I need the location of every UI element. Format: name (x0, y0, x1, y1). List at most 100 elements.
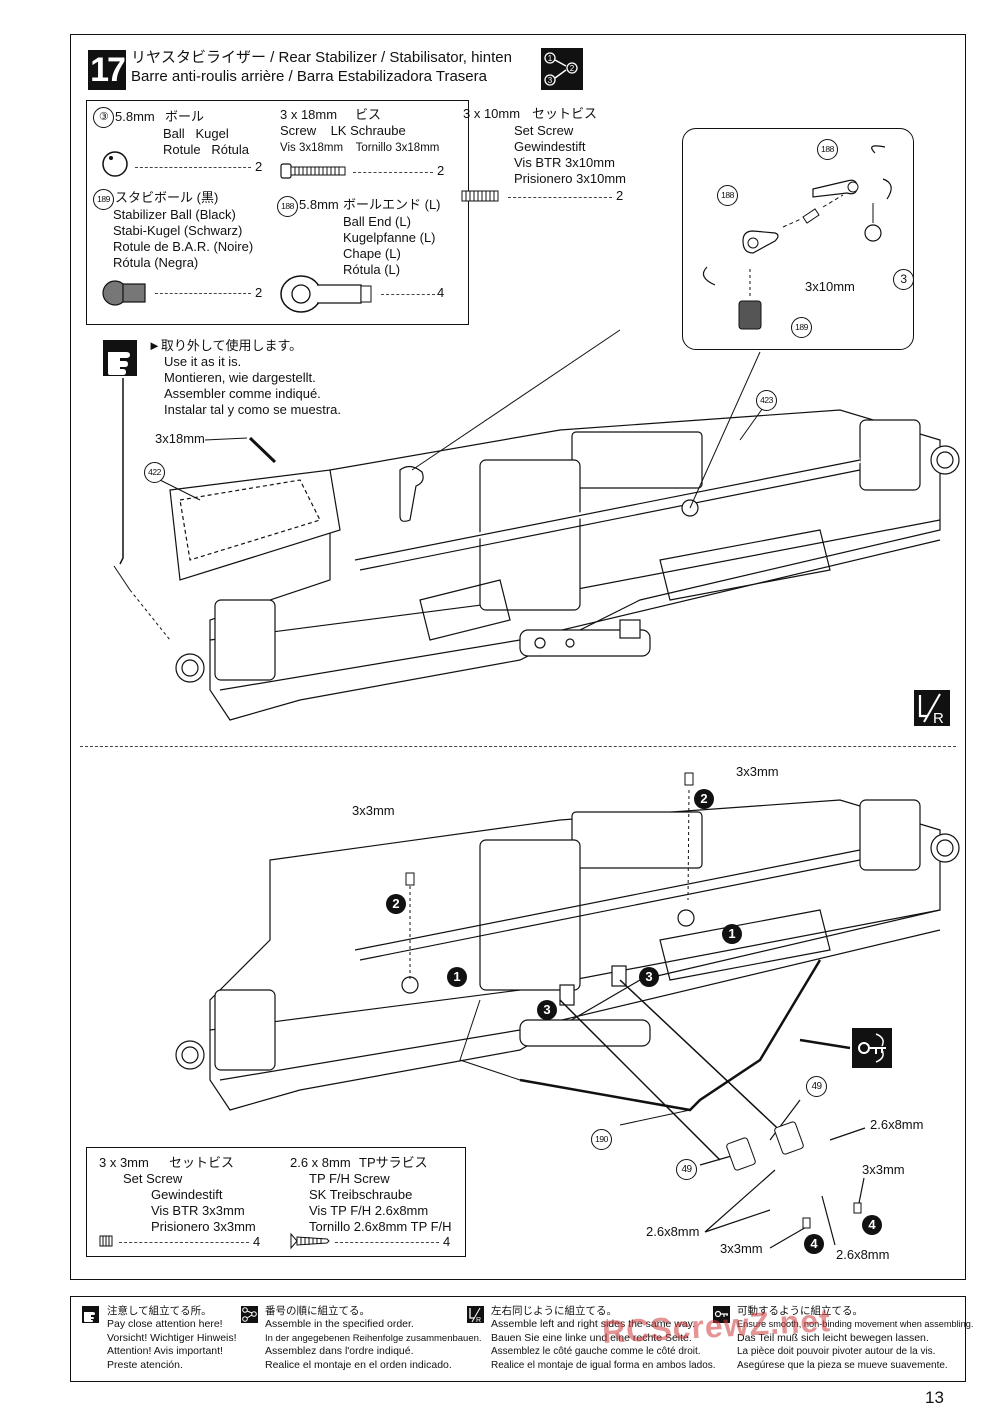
step-title-line2: Barre anti-roulis arrière / Barra Estabi… (131, 68, 487, 85)
legend-attention-line: Vorsicht! Wichtiger Hinweis! (107, 1331, 237, 1344)
part-id-stab-ball: 189 (93, 189, 114, 210)
legend-leftright-line: Bauen Sie eine linke und eine rechte Sei… (491, 1331, 692, 1344)
legend-leftright-line: Realice el montaje de igual forma en amb… (491, 1359, 716, 1371)
page-number: 13 (925, 1388, 944, 1407)
note-line: Montieren, wie dargestellt. (164, 370, 316, 385)
callout-423: 423 (756, 390, 777, 411)
ball-icon (102, 151, 128, 177)
callout-422: 422 (144, 462, 165, 483)
set-screw-3x10-line: Vis BTR 3x10mm (514, 155, 615, 170)
svg-text:R: R (933, 710, 944, 726)
stab-ball-name-ja: スタビボール (黒) (115, 190, 219, 205)
ball-size: 5.8mm (115, 109, 155, 124)
part-id-ball: ③ (93, 107, 114, 128)
set-screw-3x3-qty: 4 (253, 1234, 261, 1249)
step-marker-2: 2 (386, 894, 406, 914)
stab-ball-qty: 2 (255, 285, 263, 300)
legend-attention-line: Preste atención. (107, 1358, 183, 1371)
legend-leftright-line: Assemble left and right sides the same w… (491, 1318, 696, 1331)
ball-end-name-ja: ボールエンド (L) (343, 197, 441, 212)
legend-leftright-line: 左右同じように組立てる。 (491, 1305, 617, 1317)
lower-label-2.6x8-left: 2.6x8mm (646, 1224, 700, 1239)
set-screw-3x3-icon (99, 1235, 113, 1247)
stab-ball-line: Rotule de B.A.R. (Noire) (113, 239, 254, 254)
screw-3x18-line1: Screw LK Schraube (280, 123, 406, 138)
step-marker-1: 1 (447, 967, 467, 987)
ball-name-en-de: Ball Kugel (163, 126, 229, 141)
tp-screw-size: 2.6 x 8mm (290, 1155, 351, 1170)
set-screw-3x10-name-ja: セットビス (532, 106, 598, 121)
step-marker-4: 4 (862, 1215, 882, 1235)
svg-text:R: R (476, 1317, 481, 1323)
step-title-line1: リヤスタビライザー / Rear Stabilizer / Stabilisat… (131, 49, 512, 66)
tp-screw-line: SK Treibschraube (309, 1187, 413, 1202)
screw-3x18-qty: 2 (437, 163, 445, 178)
note-line: Instalar tal y como se muestra. (164, 402, 342, 417)
set-screw-3x3-line: Prisionero 3x3mm (151, 1219, 256, 1234)
pointing-hand-icon (82, 1306, 99, 1323)
step-marker-2: 2 (694, 789, 714, 809)
screw-box: 3 x 3mm セットビス Set Screw Gewindestift Vis… (86, 1147, 466, 1257)
lower-label-2.6x8-bottom: 2.6x8mm (836, 1247, 890, 1262)
legend-attention-line: Pay close attention here! (107, 1318, 223, 1331)
ball-end-line: Rótula (L) (343, 262, 401, 277)
set-screw-3x3-line: Gewindestift (151, 1187, 223, 1202)
set-screw-3x3-name-ja: セットビス (169, 1155, 235, 1170)
section-divider (80, 746, 956, 747)
legend-order-line: Assemble in the specified order. (265, 1318, 414, 1331)
set-screw-3x10-line: Set Screw (514, 123, 574, 138)
ball-end-line: Ball End (L) (343, 214, 411, 229)
ball-end-detail-box: 188 188 3 189 3x10mm (682, 128, 914, 350)
note-line: Use it as it is. (164, 354, 242, 369)
callout-188-left: 188 (717, 185, 738, 206)
stabilizer-ball-icon (102, 280, 146, 306)
set-screw-3x10-line: Gewindestift (514, 139, 586, 154)
lower-label-3x3-top: 3x3mm (736, 764, 779, 779)
legend-order-line: Realice el montaje en el orden indicado. (265, 1358, 452, 1371)
legend-movement-line: La pièce doit pouvoir pivoter autour de … (737, 1346, 936, 1358)
lower-label-3x3-bottom: 3x3mm (720, 1241, 763, 1256)
tp-screw-line: TP F/H Screw (309, 1171, 390, 1186)
set-screw-3x10-size: 3 x 10mm (463, 106, 521, 121)
legend-order-line: 番号の順に組立てる。 (265, 1305, 370, 1317)
tp-screw-qty: 4 (443, 1234, 451, 1249)
note-line: Assembler comme indiqué. (164, 386, 321, 401)
ball-end-line: Kugelpfanne (L) (343, 230, 436, 245)
lower-label-3x3-left: 3x3mm (352, 803, 395, 818)
pointing-hand-icon (103, 340, 137, 376)
step-marker-1: 1 (722, 924, 742, 944)
set-screw-3x3-line: Set Screw (123, 1171, 183, 1186)
parts-box: ③ 5.8mm ボール Ball Kugel Rotule Rótula 2 1… (86, 100, 469, 325)
tp-screw-line: Vis TP F/H 2.6x8mm (309, 1203, 429, 1218)
callout-188-top: 188 (817, 139, 838, 160)
step-marker-4: 4 (804, 1234, 824, 1254)
ball-qty: 2 (255, 159, 263, 174)
left-right-icon: R (467, 1306, 484, 1324)
ball-end-size: 5.8mm (299, 197, 339, 212)
screw-3x18-icon (280, 163, 346, 179)
numbered-sequence-icon: 1 2 3 (541, 48, 583, 90)
set-screw-3x3-line: Vis BTR 3x3mm (151, 1203, 245, 1218)
legend-attention-line: Attention! Avis important! (107, 1345, 223, 1358)
legend-order-line: In der angegebenen Reihenfolge zusammenb… (265, 1332, 482, 1344)
screw-3x18-line2: Vis 3x18mm Tornillo 3x18mm (280, 142, 440, 154)
hand-pointer-line (119, 378, 124, 565)
legend-attention-line: 注意して組立てる所。 (107, 1305, 212, 1317)
svg-text:3: 3 (548, 76, 553, 85)
stab-ball-line: Rótula (Negra) (113, 255, 199, 270)
set-screw-3x10-icon (461, 190, 499, 202)
callout-189: 189 (791, 317, 812, 338)
detail-screw-label: 3x10mm (805, 279, 855, 294)
legend-movement-line: Ensure smooth, non-binding movement when… (737, 1319, 974, 1330)
step-title: リヤスタビライザー / Rear Stabilizer / Stabilisat… (131, 48, 512, 86)
set-screw-3x10-qty: 2 (616, 188, 624, 203)
tp-screw-line: Tornillo 2.6x8mm TP F/H (309, 1219, 452, 1234)
ball-name-fr-es: Rotule Rótula (163, 142, 249, 157)
ball-name-ja: ボール (165, 109, 205, 124)
screw-3x18-name-ja: ビス (355, 107, 382, 122)
legend-movement-line: Das Teil muß sich leicht bewegen lassen. (737, 1331, 929, 1344)
lower-label-3x3-right: 3x3mm (862, 1162, 905, 1177)
ball-end-qty: 4 (437, 285, 445, 300)
tp-screw-name-ja: TPサラビス (359, 1155, 428, 1170)
